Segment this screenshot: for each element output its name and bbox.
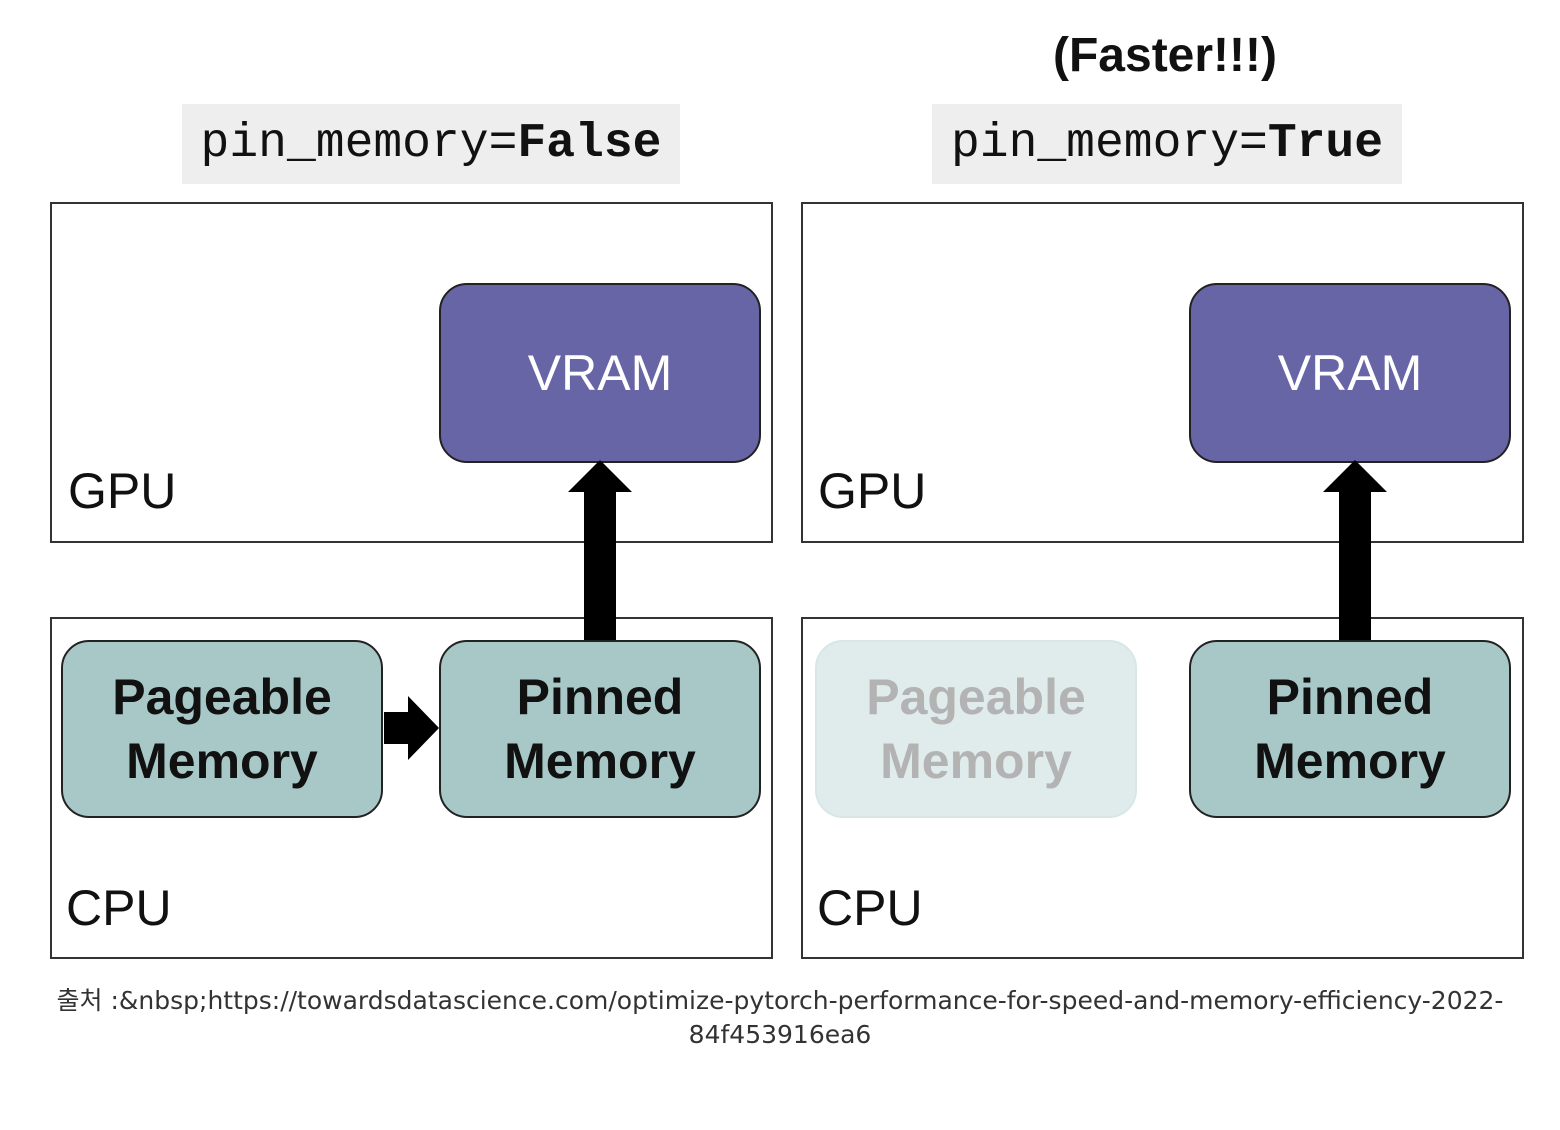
code-value: True xyxy=(1267,117,1384,171)
pageable-line2: Memory xyxy=(126,733,318,789)
vram-box-right: VRAM xyxy=(1189,283,1511,463)
pinned-memory-right: Pinned Memory xyxy=(1189,640,1511,818)
vram-label: VRAM xyxy=(1277,345,1423,401)
right-arrow-pageable-to-pinned xyxy=(384,696,439,760)
panel-title-false: pin_memory=False xyxy=(182,104,680,184)
up-arrow-left xyxy=(568,460,632,640)
code-param: pin_memory= xyxy=(200,117,518,171)
cpu-label: CPU xyxy=(66,880,172,936)
gpu-label: GPU xyxy=(818,463,927,519)
source-caption: 출처 :&nbsp;https://towardsdatascience.com… xyxy=(40,984,1520,1052)
gpu-label: GPU xyxy=(68,463,177,519)
pageable-line2: Memory xyxy=(880,733,1072,789)
vram-label: VRAM xyxy=(527,345,673,401)
panel-title-true: pin_memory=True xyxy=(932,104,1402,184)
pinned-line2: Memory xyxy=(504,733,696,789)
faster-note: (Faster!!!) xyxy=(1053,29,1277,82)
pinned-memory-left: Pinned Memory xyxy=(439,640,761,818)
cpu-label: CPU xyxy=(817,880,923,936)
pinned-line1: Pinned xyxy=(1266,669,1434,725)
up-arrow-right xyxy=(1323,460,1387,640)
code-param: pin_memory= xyxy=(950,117,1268,171)
vram-box-left: VRAM xyxy=(439,283,761,463)
pageable-memory-left: Pageable Memory xyxy=(61,640,383,818)
pageable-memory-right: Pageable Memory xyxy=(815,640,1137,818)
code-value: False xyxy=(517,117,662,171)
pageable-line1: Pageable xyxy=(866,669,1086,725)
pinned-line1: Pinned xyxy=(516,669,684,725)
source-line1: 출처 :&nbsp;https://towardsdatascience.com… xyxy=(56,986,1504,1015)
pageable-line1: Pageable xyxy=(112,669,332,725)
source-line2: 84f453916ea6 xyxy=(688,1020,872,1049)
pinned-line2: Memory xyxy=(1254,733,1446,789)
